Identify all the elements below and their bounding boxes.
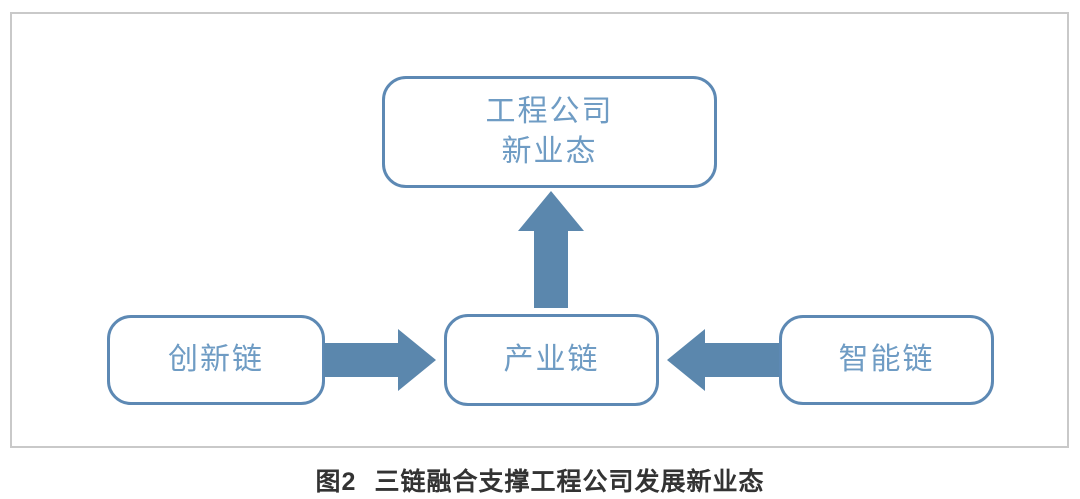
- node-label-line2: 新业态: [501, 135, 598, 168]
- node-label-line1: 工程公司: [485, 94, 614, 128]
- node-intelligence-chain: 智能链: [779, 315, 994, 405]
- figure-caption-title: 三链融合支撑工程公司发展新业态: [374, 468, 765, 496]
- node-innovation-chain: 创新链: [107, 315, 325, 405]
- arrow-up-icon: [518, 191, 584, 308]
- node-label: 产业链: [503, 342, 600, 376]
- diagram-frame: 工程公司 新业态 创新链 产业链 智能链: [10, 12, 1069, 448]
- node-engineering-company-new-business: 工程公司 新业态: [382, 76, 717, 188]
- node-label: 创新链: [168, 342, 264, 376]
- figure-caption-number: 图2: [315, 468, 357, 496]
- node-industry-chain: 产业链: [444, 314, 659, 406]
- arrow-left-icon: [667, 329, 779, 391]
- node-label: 智能链: [838, 342, 935, 376]
- figure-caption: 图2 三链融合支撑工程公司发展新业态: [0, 462, 1080, 498]
- arrow-right-icon: [324, 329, 436, 391]
